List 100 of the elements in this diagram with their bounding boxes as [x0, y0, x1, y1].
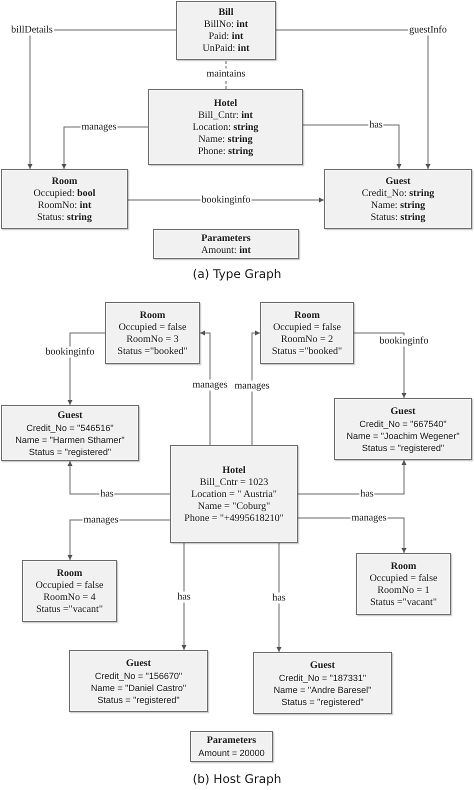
class-box	[324, 169, 472, 229]
figure-caption: (a) Type Graph	[192, 267, 282, 281]
class-name: Guest	[310, 658, 335, 672]
edge-label: has	[176, 592, 192, 602]
edge-label: billDetails	[10, 24, 54, 36]
class-box	[356, 553, 451, 615]
class-box	[253, 652, 392, 714]
attribute-text: Status = "registered"	[28, 446, 112, 458]
attribute-text: Paid: int	[208, 31, 244, 43]
class-name: Guest	[58, 408, 82, 422]
edge-label: manages	[234, 380, 270, 392]
edge-label: guestInfo	[408, 24, 448, 36]
connector-arrow	[68, 332, 106, 406]
connector-arrow	[354, 332, 406, 398]
attribute-text: Phone: string	[198, 146, 254, 158]
class-name: Room	[140, 308, 166, 322]
connector-arrow	[252, 330, 260, 446]
connector-arrow	[276, 30, 430, 170]
attribute-text: RoomNo = 1	[377, 584, 430, 596]
edge-label: manages	[350, 512, 388, 524]
class-box	[69, 650, 208, 712]
attribute-text: Status: string	[37, 212, 92, 224]
attribute-text: Amount = 20000	[198, 747, 265, 759]
class-box	[170, 445, 298, 543]
attribute-text: Name = "Daniel Castro"	[90, 682, 186, 694]
class-name: Room	[52, 174, 78, 188]
attribute-text: Name = "Joachim Wegener"	[346, 430, 460, 442]
attribute-text: Location: string	[192, 122, 258, 134]
attribute-text: RoomNo: int	[38, 200, 92, 212]
class-name: Parameters	[206, 734, 256, 747]
edge-label: has	[368, 120, 384, 130]
connector-arrow	[200, 330, 210, 446]
class-name: Hotel	[222, 464, 246, 476]
connector-arrow	[182, 542, 186, 650]
attribute-text: Name: string	[198, 134, 253, 146]
edge-label: bookinginfo	[200, 194, 252, 206]
class-box	[22, 560, 117, 622]
attribute-text: Location = " Austria"	[191, 488, 277, 500]
attribute-text: Status = "registered"	[281, 696, 364, 708]
class-box	[176, 1, 276, 60]
attribute-text: Name = "Coburg"	[198, 500, 270, 512]
class-name: Room	[294, 308, 320, 322]
attribute-text: Status ="vacant"	[370, 596, 437, 608]
edge-label: has	[99, 488, 115, 500]
class-box	[190, 731, 273, 762]
attribute-text: Credit_No = "187331"	[278, 672, 366, 684]
connector-arrow	[298, 460, 406, 494]
attribute-text: Credit_No = "667540"	[359, 418, 447, 430]
attribute-text: RoomNo = 3	[126, 334, 179, 346]
attribute-text: Bill_Cntr = 1023	[200, 476, 268, 488]
attribute-text: RoomNo = 2	[280, 334, 334, 346]
attribute-text: Occupied = false	[118, 322, 186, 334]
attribute-text: RoomNo = 4	[43, 592, 96, 604]
class-box	[105, 302, 200, 364]
attribute-text: BillNo: int	[204, 19, 248, 31]
attribute-text: Status ="booked"	[272, 346, 342, 358]
attribute-text: Status = "registered"	[362, 442, 444, 454]
attribute-text: Occupied = false	[370, 572, 438, 584]
class-name: Guest	[126, 656, 151, 670]
class-box	[153, 229, 299, 259]
edge-label: maintains	[206, 68, 246, 80]
attribute-text: Name: string	[370, 200, 426, 212]
attribute-text: Amount: int	[201, 244, 251, 256]
class-box	[334, 398, 472, 460]
attribute-text: Name = "Andre Baresel"	[274, 684, 372, 696]
edge-label: manages	[82, 514, 120, 526]
attribute-text: Phone = "+4995618210"	[184, 512, 284, 524]
class-box	[148, 89, 303, 165]
attribute-text: UnPaid: int	[202, 43, 250, 55]
attribute-text: Status: string	[370, 212, 426, 224]
edge-label: bookinginfo	[44, 346, 96, 358]
connector-arrow	[68, 460, 170, 494]
figure-caption: (b) Host Graph	[192, 772, 282, 786]
attribute-text: Name = "Harmen Sthamer"	[15, 434, 125, 446]
class-name: Guest	[386, 174, 410, 188]
edge-label: manages	[192, 380, 228, 390]
attribute-text: Occupied = false	[273, 322, 341, 334]
class-name: Room	[56, 566, 82, 580]
attribute-text: Occupied = false	[36, 580, 104, 592]
attribute-text: Status = "registered"	[97, 694, 180, 706]
class-box	[1, 405, 139, 461]
attribute-text: Occupied: bool	[34, 188, 96, 200]
connector-arrow	[276, 542, 282, 652]
connector-arrow	[302, 124, 402, 170]
attribute-text: Bill_Cntr: int	[198, 110, 253, 122]
edge-label: bookinginfo	[378, 336, 430, 346]
attribute-text: Credit_No: string	[362, 188, 434, 200]
edge-label: manages	[80, 122, 118, 132]
edge-label: has	[271, 592, 287, 604]
attribute-text: Status ="vacant"	[36, 604, 103, 616]
class-name: Room	[390, 560, 416, 572]
class-name: Hotel	[214, 96, 238, 110]
attribute-text: Credit_No = "156670"	[94, 670, 182, 682]
class-box	[1, 169, 128, 229]
class-name: Guest	[390, 404, 416, 418]
attribute-text: Status ="booked"	[117, 346, 188, 358]
connector-arrow	[28, 30, 176, 170]
class-name: Bill	[218, 6, 234, 19]
attribute-text: Credit_No = "546516"	[26, 422, 114, 434]
class-box	[260, 302, 354, 364]
